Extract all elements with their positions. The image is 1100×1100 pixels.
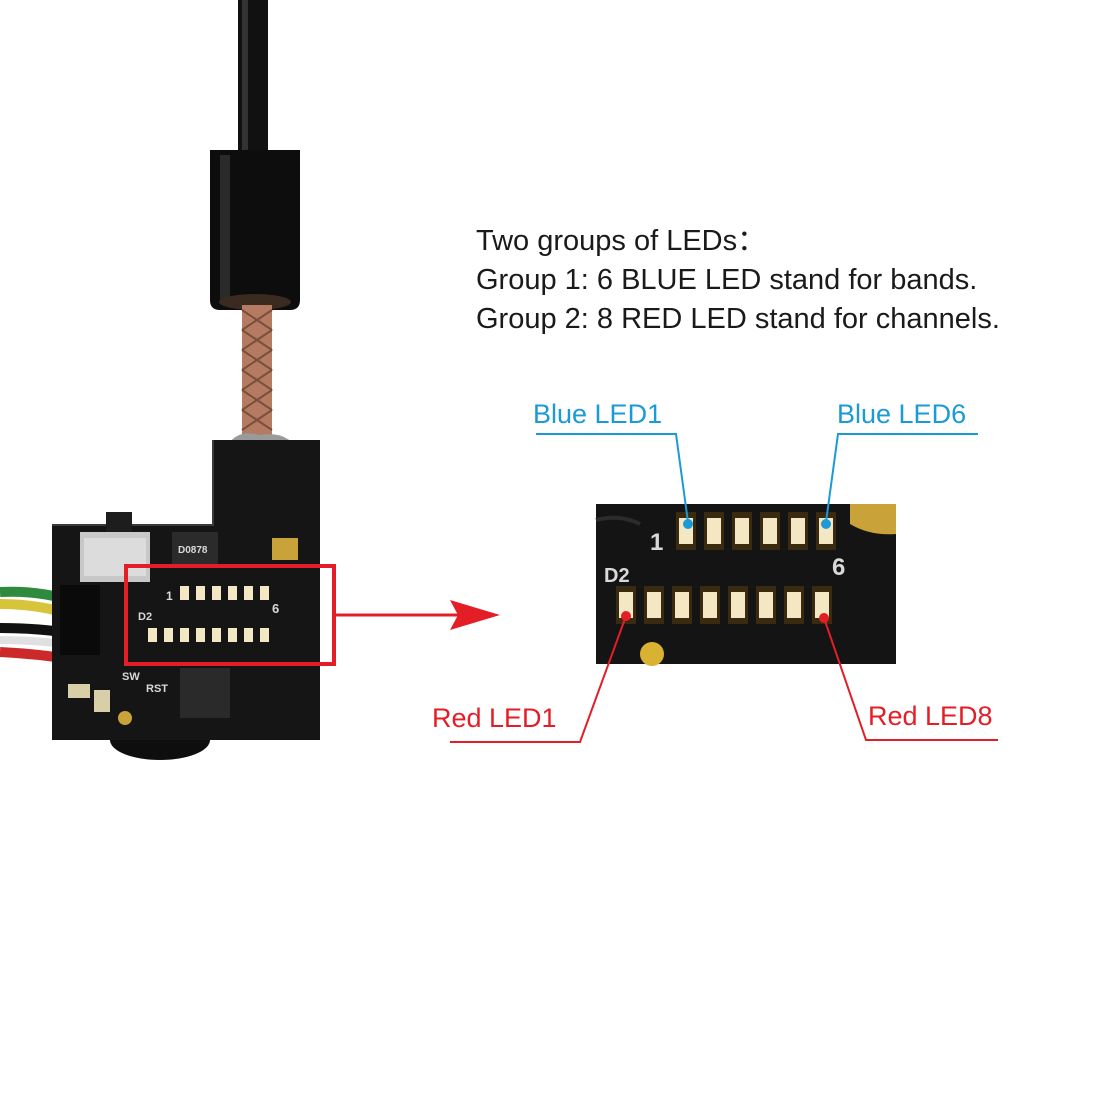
red-led1-callout: Red LED1 [432, 703, 557, 733]
board-blue-led [260, 586, 269, 600]
zoomed-led-panel: 1 6 D2 [595, 504, 896, 666]
board-red-led [228, 628, 237, 642]
intro-group2: Group 2: 8 RED LED stand for channels. [476, 303, 1000, 335]
panel-band-end-label: 6 [832, 554, 845, 581]
panel-red-led [728, 586, 748, 624]
board-band-start-label: 1 [166, 589, 173, 603]
panel-blue-led [704, 512, 724, 550]
board-red-led [180, 628, 189, 642]
blue-led1-leader [536, 433, 693, 529]
board-blue-led [196, 586, 205, 600]
board-red-led [244, 628, 253, 642]
board-red-led [196, 628, 205, 642]
panel-red-led [616, 586, 636, 624]
board-led-row-red [148, 628, 269, 642]
panel-red-led [756, 586, 776, 624]
red-led8-leader [819, 613, 998, 741]
board-red-led [164, 628, 173, 642]
inductor-chip [172, 532, 218, 564]
panel-blue-led [732, 512, 752, 550]
board-blue-led [212, 586, 221, 600]
board-blue-led [244, 586, 253, 600]
blue-led1-callout: Blue LED1 [533, 399, 663, 429]
board-red-led [212, 628, 221, 642]
board-blue-led [180, 586, 189, 600]
vtx-board: D0878 RST SW [52, 440, 320, 760]
panel-designator-label: D2 [604, 565, 630, 587]
panel-red-led [784, 586, 804, 624]
blue-led6-callout: Blue LED6 [837, 399, 967, 429]
panel-blue-led [676, 512, 696, 550]
red-led1-leader [450, 611, 631, 743]
board-band-end-label: 6 [272, 601, 279, 616]
panel-blue-led [788, 512, 808, 550]
panel-band-start-label: 1 [650, 529, 663, 556]
board-designator-label: D2 [138, 611, 152, 623]
rst-label: RST [146, 683, 168, 695]
panel-red-led [672, 586, 692, 624]
panel-red-led [700, 586, 720, 624]
chip-ic [180, 668, 230, 718]
arrow-head [450, 600, 500, 630]
blue-led6-leader [821, 433, 978, 529]
panel-red-led-row [616, 586, 832, 624]
intro-group1: Group 1: 6 BLUE LED stand for bands. [476, 264, 978, 296]
board-led-row-blue [180, 586, 269, 600]
board-blue-led [228, 586, 237, 600]
solder-pad [272, 538, 298, 560]
panel-blue-led [760, 512, 780, 550]
board-red-led [148, 628, 157, 642]
chip-mark-label: D0878 [178, 545, 208, 556]
red-led8-callout: Red LED8 [868, 701, 993, 731]
board-red-led [260, 628, 269, 642]
sw-label: SW [122, 671, 140, 683]
intro-heading: Two groups of LEDs： [476, 225, 767, 257]
intro-text: Two groups of LEDs： Group 1: 6 BLUE LED … [476, 222, 1000, 339]
panel-red-led [644, 586, 664, 624]
